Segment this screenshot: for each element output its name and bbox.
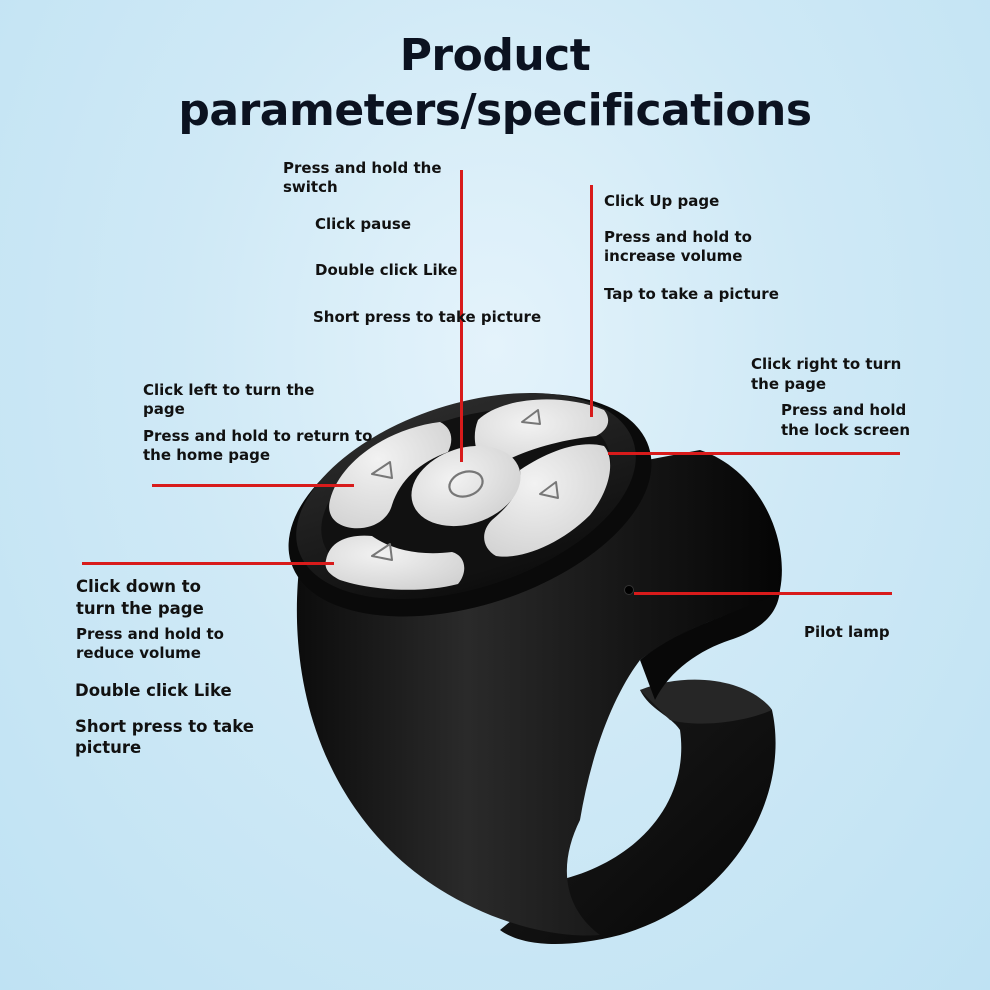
leader-line-top xyxy=(460,170,463,462)
callout-left-line-4: the home page xyxy=(143,446,271,464)
leader-line-up xyxy=(590,185,593,417)
ring-inner-opening xyxy=(640,590,780,700)
callout-up-line-2: Press and hold to xyxy=(604,228,752,246)
callout-down-line-7: picture xyxy=(75,738,142,757)
callout-top-line-2: switch xyxy=(283,178,338,196)
leader-line-right xyxy=(608,452,900,455)
circle-icon xyxy=(448,470,484,498)
up-button xyxy=(474,399,609,470)
callout-down-line-5: Double click Like xyxy=(75,681,232,700)
pilot-lamp-hole xyxy=(624,585,634,595)
callout-down-line-4: reduce volume xyxy=(76,644,201,662)
callout-right-line-3: Press and hold xyxy=(781,401,907,419)
callout-left-line-3: Press and hold to return to xyxy=(143,427,373,445)
callout-right-line-1: Click right to turn xyxy=(751,355,902,373)
right-button xyxy=(484,444,611,557)
triangle-icon-down xyxy=(371,543,393,561)
callout-up-line-3: increase volume xyxy=(604,247,743,265)
callout-down-line-3: Press and hold to xyxy=(76,625,224,643)
ring-band-right xyxy=(500,683,776,945)
callout-right-line-2: the page xyxy=(751,375,827,393)
triangle-icon-right xyxy=(539,481,559,499)
callout-up-line-4: Tap to take a picture xyxy=(604,285,779,303)
triangle-icon-left xyxy=(371,461,393,479)
callout-down-line-2: turn the page xyxy=(76,599,204,618)
callout-down-line-1: Click down to xyxy=(76,577,202,596)
callout-right-line-4: the lock screen xyxy=(781,421,911,439)
page-title-line-2: parameters/specifications xyxy=(178,85,812,136)
callout-top-line-4: Double click Like xyxy=(315,261,458,279)
callout-left-line-2: page xyxy=(143,400,185,418)
callout-top-line-1: Press and hold the xyxy=(283,159,442,177)
ring-band-top-face xyxy=(640,679,772,724)
leader-line-left xyxy=(152,484,354,487)
callout-left-line-1: Click left to turn the xyxy=(143,381,315,399)
triangle-icon-up xyxy=(521,409,541,425)
callout-lamp-line-1: Pilot lamp xyxy=(804,623,890,641)
left-button xyxy=(329,422,452,529)
callout-up-line-1: Click Up page xyxy=(604,192,720,210)
callout-down-line-6: Short press to take xyxy=(75,717,254,736)
down-button xyxy=(325,535,465,590)
callout-top-line-5: Short press to take picture xyxy=(313,308,542,326)
leader-line-lamp xyxy=(634,592,892,595)
callout-top-line-3: Click pause xyxy=(315,215,412,233)
page-title-line-1: Product xyxy=(399,30,591,81)
leader-line-down xyxy=(82,562,334,565)
center-button xyxy=(411,445,521,527)
